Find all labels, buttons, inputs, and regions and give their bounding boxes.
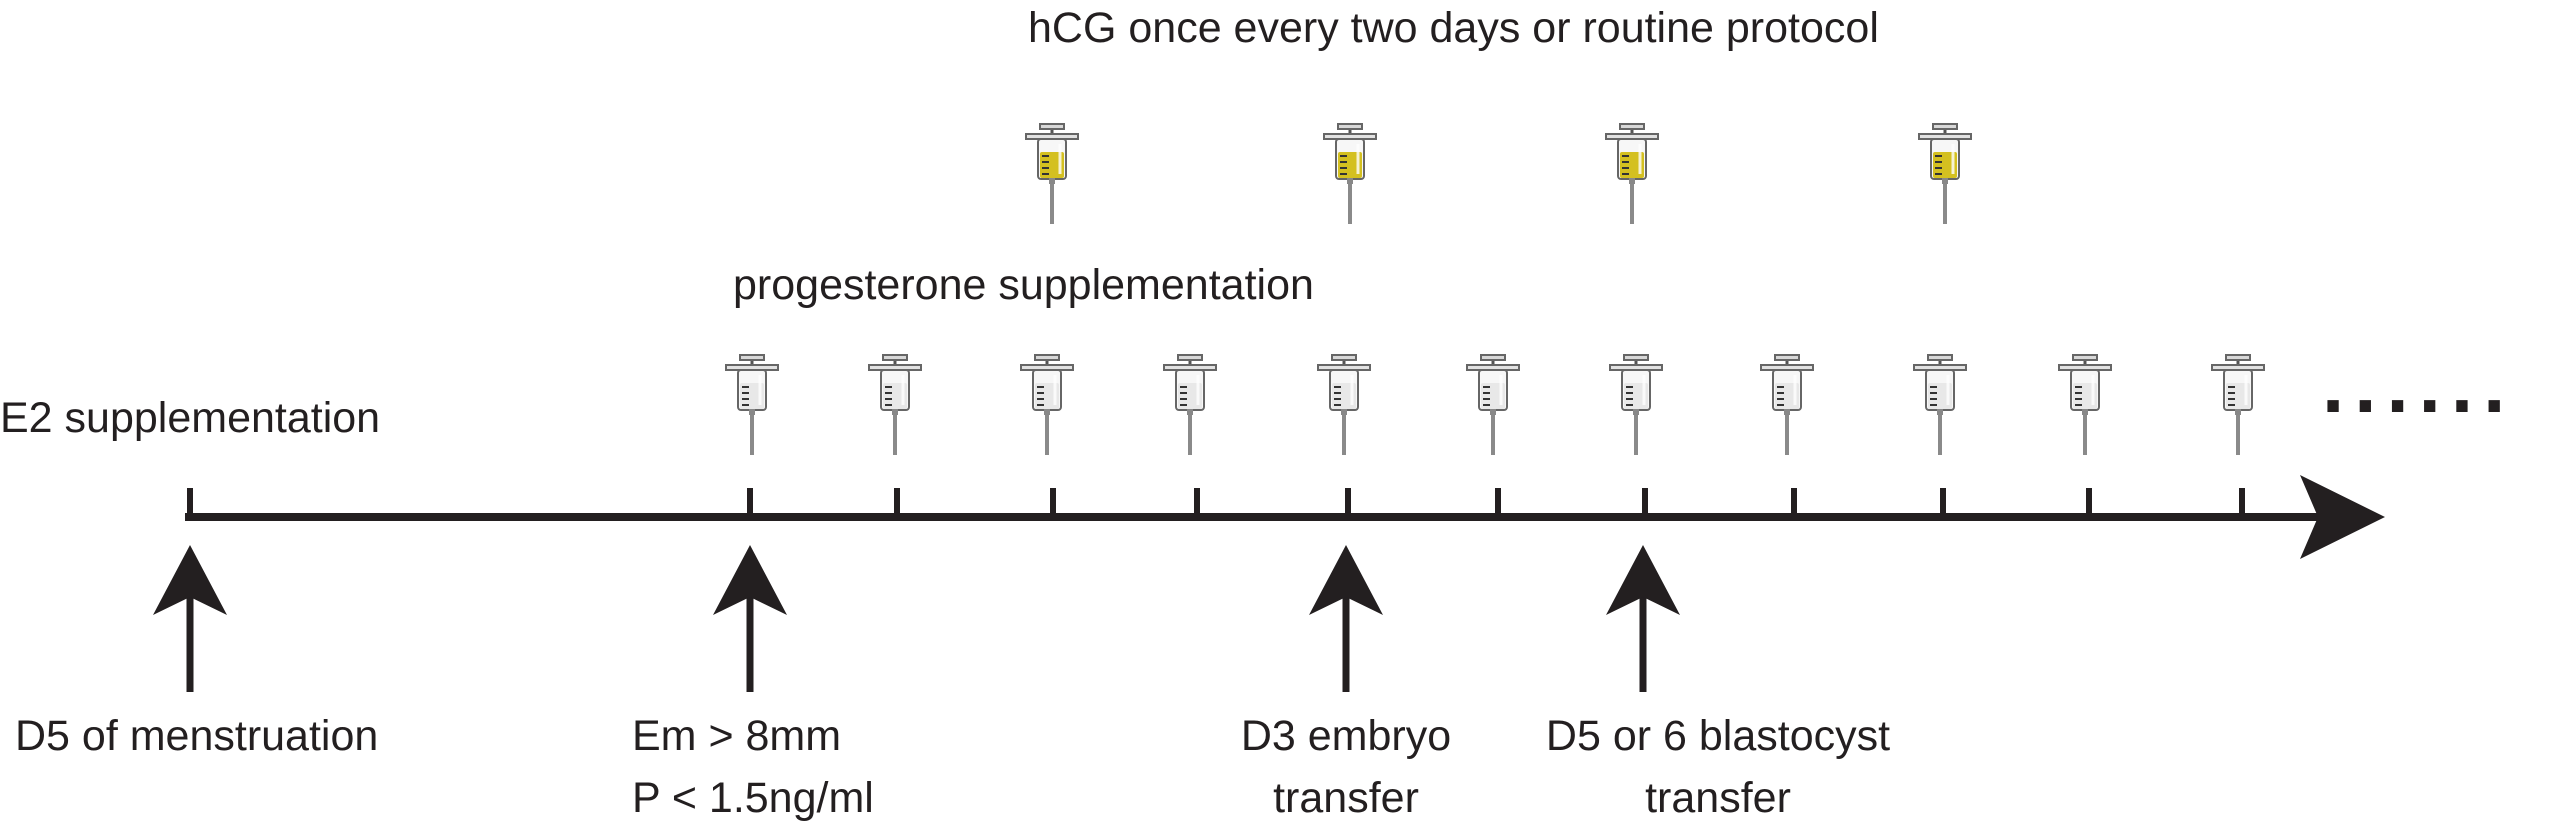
hcg-label: hCG once every two days or routine proto… — [1028, 4, 1879, 52]
milestone-blastocyst-transfer-word: transfer — [1645, 774, 1791, 822]
milestone-up-arrow — [1309, 545, 1383, 692]
e2-label: E2 supplementation — [0, 394, 381, 442]
milestone-d3-embryo-transfer: D3 embryo — [1240, 712, 1452, 760]
hcg-syringe-icon — [1322, 122, 1378, 226]
progesterone-syringe-icon — [1019, 353, 1075, 457]
progesterone-label: progesterone supplementation — [733, 261, 1314, 309]
hcg-syringe-icon — [1917, 122, 1973, 226]
progesterone-syringe-icon — [724, 353, 780, 457]
hcg-syringe-icon — [1024, 122, 1080, 226]
hcg-syringe-icon — [1604, 122, 1660, 226]
milestone-d3-transfer-word: transfer — [1273, 774, 1419, 822]
milestone-up-arrow — [153, 545, 227, 692]
progesterone-syringe-row — [724, 353, 2266, 457]
continuation-dots: ...... — [2322, 340, 2515, 429]
timeline-arrowhead — [2300, 475, 2385, 559]
milestone-progesterone-level: P < 1.5ng/ml — [632, 774, 874, 822]
progesterone-syringe-icon — [1316, 353, 1372, 457]
progesterone-syringe-icon — [1759, 353, 1815, 457]
milestone-up-arrow — [1606, 545, 1680, 692]
milestone-d5-menstruation: D5 of menstruation — [15, 712, 379, 760]
hcg-syringe-row — [1024, 122, 1973, 226]
progesterone-syringe-icon — [2057, 353, 2113, 457]
progesterone-syringe-icon — [1912, 353, 1968, 457]
timeline-ticks — [187, 488, 2245, 520]
progesterone-syringe-icon — [1465, 353, 1521, 457]
milestone-em-thickness: Em > 8mm — [632, 712, 842, 760]
milestone-blastocyst-transfer: D5 or 6 blastocyst — [1545, 712, 1891, 760]
progesterone-syringe-icon — [1162, 353, 1218, 457]
milestone-up-arrow — [713, 545, 787, 692]
progesterone-syringe-icon — [867, 353, 923, 457]
progesterone-syringe-icon — [2210, 353, 2266, 457]
milestone-arrows — [153, 545, 1680, 692]
progesterone-syringe-icon — [1608, 353, 1664, 457]
